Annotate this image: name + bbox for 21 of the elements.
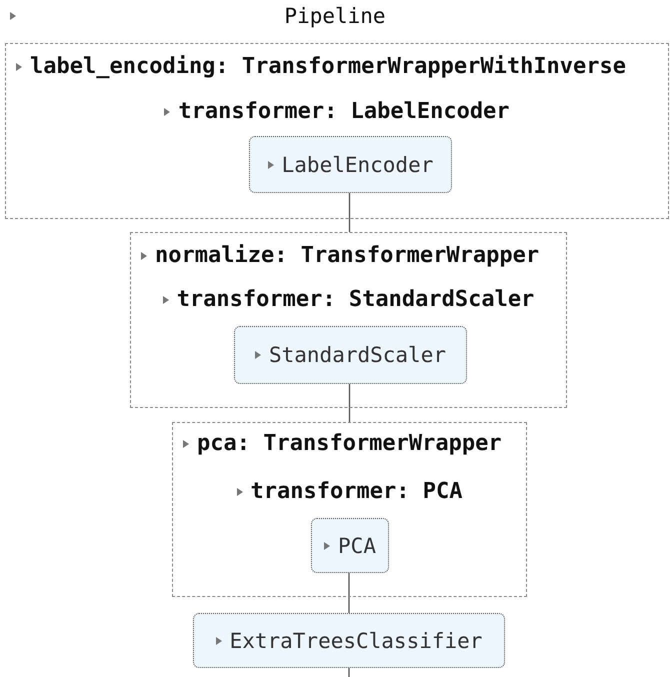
diagram-title: Pipeline xyxy=(284,4,386,28)
estimator-label: LabelEncoder xyxy=(282,152,434,176)
connector-line xyxy=(348,572,350,613)
dashed-group-box xyxy=(5,43,669,219)
estimator-box xyxy=(234,326,467,384)
component-label: transformer: PCA xyxy=(250,479,462,504)
estimator-box xyxy=(249,136,452,193)
connector-line xyxy=(348,192,350,232)
component-label: transformer: LabelEncoder xyxy=(178,99,510,124)
dashed-group-box xyxy=(130,232,567,408)
estimator-box xyxy=(311,518,389,573)
component-label: pca: TransformerWrapper xyxy=(197,431,502,456)
connector-line xyxy=(348,383,350,422)
estimator-label: ExtraTreesClassifier xyxy=(230,628,482,652)
component-label: transformer: StandardScaler xyxy=(176,287,534,312)
dashed-group-box xyxy=(172,422,527,597)
estimator-box xyxy=(193,613,505,668)
estimator-label: PCA xyxy=(338,534,376,558)
component-label: normalize: TransformerWrapper xyxy=(155,243,540,268)
estimator-label: StandardScaler xyxy=(268,343,446,367)
component-label: label_encoding: TransformerWrapperWithInverse xyxy=(30,54,626,79)
